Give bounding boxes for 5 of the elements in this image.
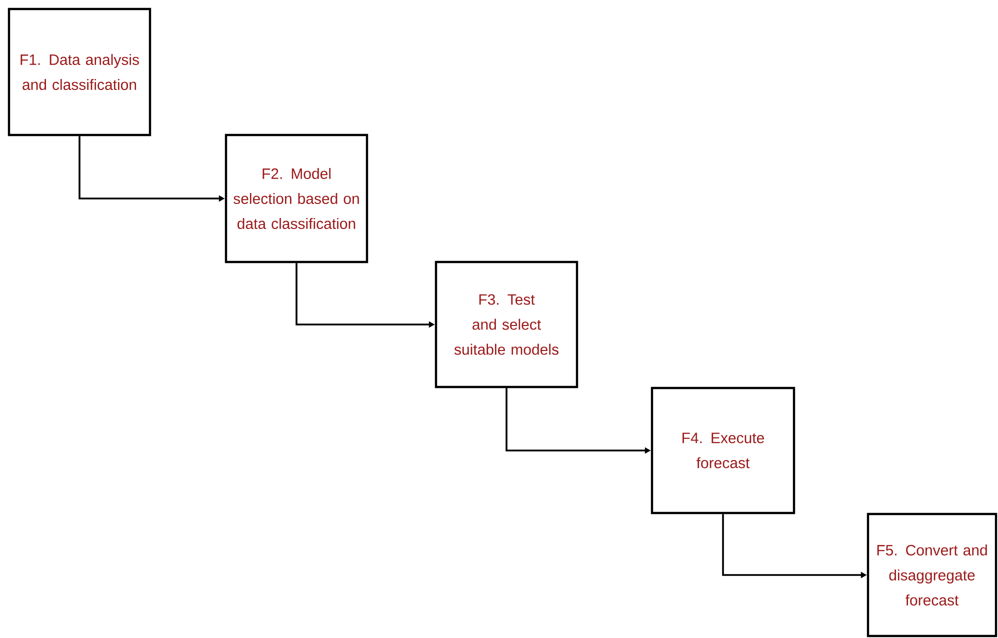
process-box: F4. Execute forecast (650, 386, 796, 514)
process-box: F5. Convert and disaggregate forecast (866, 512, 998, 638)
process-box: F3. Test and select suitable models (434, 260, 578, 388)
process-box: F2. Model selection based on data classification (224, 134, 368, 264)
process-box: F1. Data analysis and classification (8, 8, 152, 136)
